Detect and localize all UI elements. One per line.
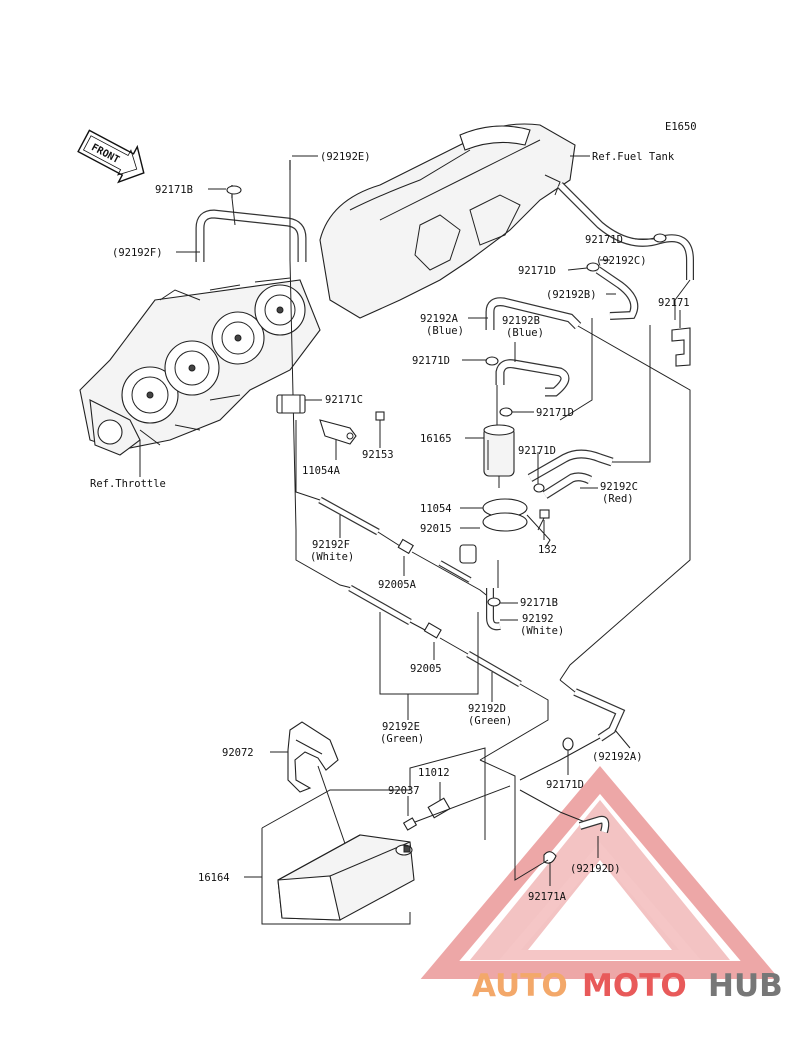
label-92192D-bottom: (92192D): [570, 863, 621, 875]
bracket-92171C: [276, 394, 306, 414]
canister-bracket-92072: [287, 721, 339, 793]
label-16164: 16164: [198, 872, 230, 884]
clip-92171D-a: [653, 233, 667, 243]
label-92171D-f: 92171D: [546, 779, 584, 791]
label-92192B-color: (Blue): [506, 327, 544, 339]
label-92192E: 92192E: [382, 721, 420, 733]
damper-92015: [459, 544, 477, 564]
hose-92192F: [318, 496, 401, 547]
label-92192A: 92192A: [420, 313, 459, 325]
label-132: 132: [538, 544, 557, 556]
label-92192B: 92192B: [502, 315, 540, 327]
label-92192-color: (White): [520, 625, 564, 637]
clip-92171: [671, 327, 691, 367]
label-92171D-b: 92171D: [518, 265, 556, 277]
label-92192F-color: (White): [310, 551, 354, 563]
label-92037: 92037: [388, 785, 420, 797]
hose-92192D: [439, 637, 549, 761]
label-92192D: 92192D: [468, 703, 506, 715]
label-92192C: 92192C: [600, 481, 638, 493]
label-92171D-d: 92171D: [536, 407, 574, 419]
label-92171D-a: 92171D: [585, 234, 623, 246]
label-11054A: 11054A: [302, 465, 341, 477]
fuel-filter-16165: [483, 385, 515, 488]
label-92192D-color: (Green): [468, 715, 512, 727]
watermark-moto: MOTO: [582, 968, 687, 1004]
label-92171D-c: 92171D: [412, 355, 450, 367]
bracket-11054A: [319, 419, 357, 445]
watermark-logo: [420, 766, 780, 979]
label-92171A: 92171A: [528, 891, 567, 903]
connector-92005: [423, 622, 442, 639]
label-92171B-top: 92171B: [155, 184, 193, 196]
watermark-hub: HUB: [708, 968, 783, 1004]
watermark-text: AUTO MOTO HUB: [472, 968, 783, 1004]
diagram-code: E1650: [665, 121, 697, 133]
label-92171B: 92171B: [520, 597, 558, 609]
clip-92171D-d: [499, 407, 513, 417]
label-92192B-top: (92192B): [546, 289, 597, 301]
label-92192E-color: (Green): [380, 733, 424, 745]
label-92005A: 92005A: [378, 579, 417, 591]
label-92015: 92015: [420, 523, 452, 535]
clip-92171D-f: [562, 737, 574, 751]
label-92005: 92005: [410, 663, 442, 675]
front-arrow-marker: FRONT: [77, 129, 145, 184]
clip-92171D-e: [533, 483, 545, 493]
label-92192C-color: (Red): [602, 493, 634, 505]
filter-bracket-11054: [482, 498, 551, 549]
bolt-132: [537, 509, 550, 531]
clamp-92037: [402, 817, 418, 831]
label-92171C: 92171C: [325, 394, 363, 406]
label-92192F-top: (92192F): [112, 247, 163, 259]
label-92192E-top: (92192E): [320, 151, 371, 163]
fuel-tank: [319, 123, 576, 319]
label-92192: 92192: [522, 613, 554, 625]
label-92171: 92171: [658, 297, 690, 309]
clip-92171D-c: [485, 356, 499, 366]
label-92192A-color: (Blue): [426, 325, 464, 337]
throttle-body-assembly: [79, 277, 321, 456]
label-92192C-top: (92192C): [596, 255, 647, 267]
connector-92005A: [397, 538, 414, 555]
label-92171D-e: 92171D: [518, 445, 556, 457]
tube-11012: [427, 797, 451, 819]
label-92153: 92153: [362, 449, 394, 461]
label-11012: 11012: [418, 767, 450, 779]
label-16165: 16165: [420, 433, 452, 445]
hose-92192E: [348, 584, 426, 631]
label-92192F: 92192F: [312, 539, 350, 551]
clip-92171D-b: [586, 262, 600, 272]
clip-92171B: [487, 597, 501, 607]
label-92192A-bottom: (92192A): [592, 751, 643, 763]
clip-92171B-top: [226, 185, 242, 195]
bolt-92153: [375, 411, 385, 432]
watermark-auto: AUTO: [472, 968, 568, 1004]
label-11054: 11054: [420, 503, 452, 515]
canister-16164: [277, 834, 415, 921]
label-ref-throttle: Ref.Throttle: [90, 478, 166, 490]
label-92072: 92072: [222, 747, 254, 759]
label-ref-fuel-tank: Ref.Fuel Tank: [592, 151, 675, 163]
